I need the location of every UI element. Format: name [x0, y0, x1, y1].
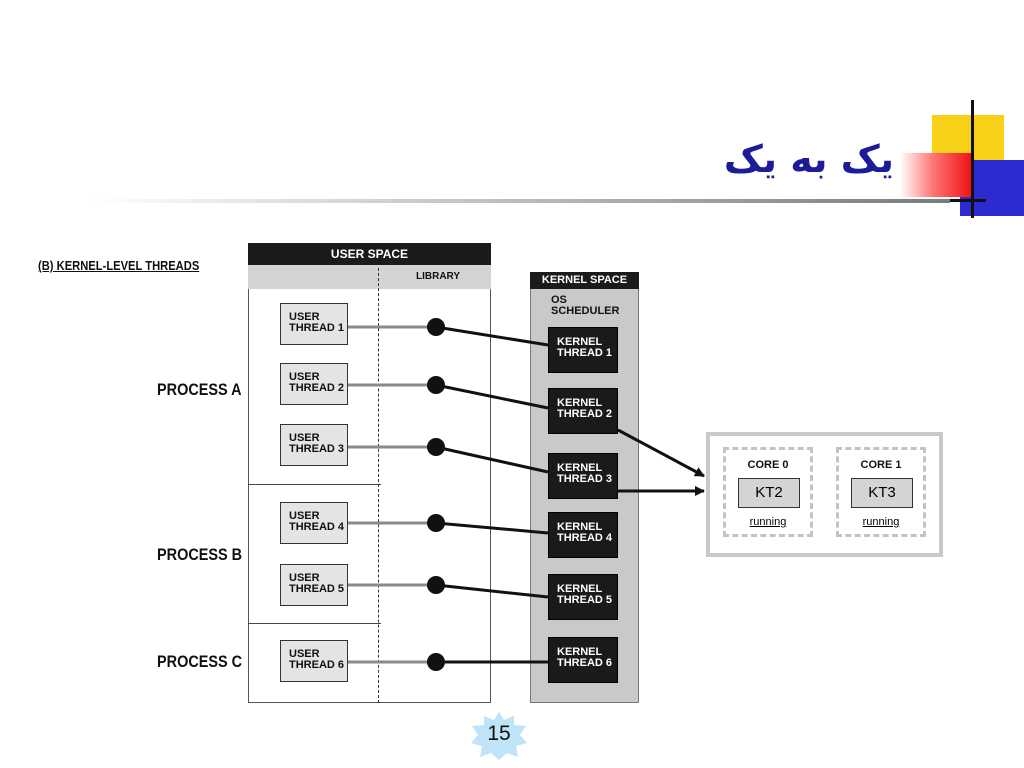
user-thread-1-line-1: USER: [289, 311, 320, 323]
user-thread-2-line-1: USER: [289, 371, 320, 383]
process-c-label: PROCESS C: [157, 652, 243, 671]
library-node-5: [427, 576, 445, 594]
os-scheduler-line-2: SCHEDULER: [551, 305, 620, 317]
user-thread-links: [348, 318, 549, 671]
user-thread-3: USER THREAD 3: [280, 424, 348, 466]
kernel-thread-1: KERNEL THREAD 1: [548, 327, 618, 373]
core-dispatch-arrows: [617, 428, 705, 496]
user-thread-6: USER THREAD 6: [280, 640, 348, 682]
link-4-black: [435, 521, 549, 535]
library-bar: [248, 265, 491, 289]
process-divider-ab: [248, 484, 381, 485]
user-space-header: USER SPACE: [248, 243, 491, 265]
kernel-thread-3-line-1: KERNEL: [557, 462, 603, 474]
user-thread-6-line-1: USER: [289, 648, 320, 660]
title-decoration-vertical-line: [971, 100, 974, 218]
title-decoration-red: [900, 153, 972, 197]
arrow-kt2-to-core: [617, 428, 705, 478]
kernel-thread-3-line-2: THREAD 3: [557, 473, 613, 485]
core-1-task: KT3: [851, 478, 913, 508]
kernel-thread-1-line-1: KERNEL: [557, 336, 603, 348]
library-node-4: [427, 514, 445, 532]
core-0-label: CORE 0: [747, 459, 789, 471]
user-thread-4-line-1: USER: [289, 510, 320, 522]
library-node-3: [427, 438, 445, 456]
core-0-task: KT2: [738, 478, 800, 508]
kernel-thread-6-line-1: KERNEL: [557, 646, 603, 658]
process-b-label: PROCESS B: [157, 545, 243, 564]
core-0: CORE 0 KT2 running: [723, 447, 813, 537]
page-number-badge: [471, 712, 527, 760]
user-thread-5-line-1: USER: [289, 572, 320, 584]
core-1-status: running: [862, 516, 900, 528]
user-thread-2: USER THREAD 2: [280, 363, 348, 405]
kernel-thread-6-line-2: THREAD 6: [557, 657, 613, 669]
title-decoration-horizontal-line: [948, 199, 986, 202]
kernel-thread-2: KERNEL THREAD 2: [548, 388, 618, 434]
kernel-thread-5-line-1: KERNEL: [557, 583, 603, 595]
kernel-thread-4-line-1: KERNEL: [557, 521, 603, 533]
kernel-thread-5: KERNEL THREAD 5: [548, 574, 618, 620]
link-2-black: [435, 383, 549, 410]
kernel-thread-5-line-2: THREAD 5: [557, 594, 613, 606]
user-thread-3-line-2: THREAD 3: [289, 443, 345, 455]
kernel-thread-2-line-1: KERNEL: [557, 397, 603, 409]
core-1-label: CORE 1: [860, 459, 902, 471]
process-a-label: PROCESS A: [157, 380, 242, 399]
library-label: LIBRARY: [416, 271, 461, 282]
link-5-black: [435, 583, 549, 599]
user-thread-6-line-2: THREAD 6: [289, 659, 345, 671]
user-thread-5: USER THREAD 5: [280, 564, 348, 606]
user-thread-5-line-2: THREAD 5: [289, 583, 345, 595]
page-number: 15: [487, 722, 511, 745]
diagram-heading: (B) KERNEL-LEVEL THREADS: [38, 258, 200, 273]
kernel-thread-6: KERNEL THREAD 6: [548, 637, 618, 683]
library-node-6: [427, 653, 445, 671]
user-thread-4-line-2: THREAD 4: [289, 521, 345, 533]
library-node-1: [427, 318, 445, 336]
kernel-thread-3: KERNEL THREAD 3: [548, 453, 618, 499]
kernel-thread-4: KERNEL THREAD 4: [548, 512, 618, 558]
os-scheduler-line-1: OS: [551, 294, 567, 306]
user-thread-1: USER THREAD 1: [280, 303, 348, 345]
user-thread-2-line-2: THREAD 2: [289, 382, 345, 394]
core-0-status: running: [749, 516, 787, 528]
user-thread-1-line-2: THREAD 1: [289, 322, 345, 334]
slide-title: یک به یک: [723, 137, 894, 181]
link-3-black: [435, 445, 549, 474]
process-divider-bc: [248, 623, 381, 624]
title-underline-rule: [90, 199, 950, 203]
link-1-black: [435, 325, 549, 347]
user-thread-3-line-1: USER: [289, 432, 320, 444]
os-scheduler-label: OS SCHEDULER: [551, 295, 619, 317]
kernel-space-header: KERNEL SPACE: [530, 272, 639, 289]
kernel-thread-2-line-2: THREAD 2: [557, 408, 613, 420]
user-thread-4: USER THREAD 4: [280, 502, 348, 544]
core-1: CORE 1 KT3 running: [836, 447, 926, 537]
library-node-2: [427, 376, 445, 394]
kernel-thread-1-line-2: THREAD 1: [557, 347, 613, 359]
library-boundary-line: [378, 268, 379, 703]
kernel-thread-4-line-2: THREAD 4: [557, 532, 613, 544]
